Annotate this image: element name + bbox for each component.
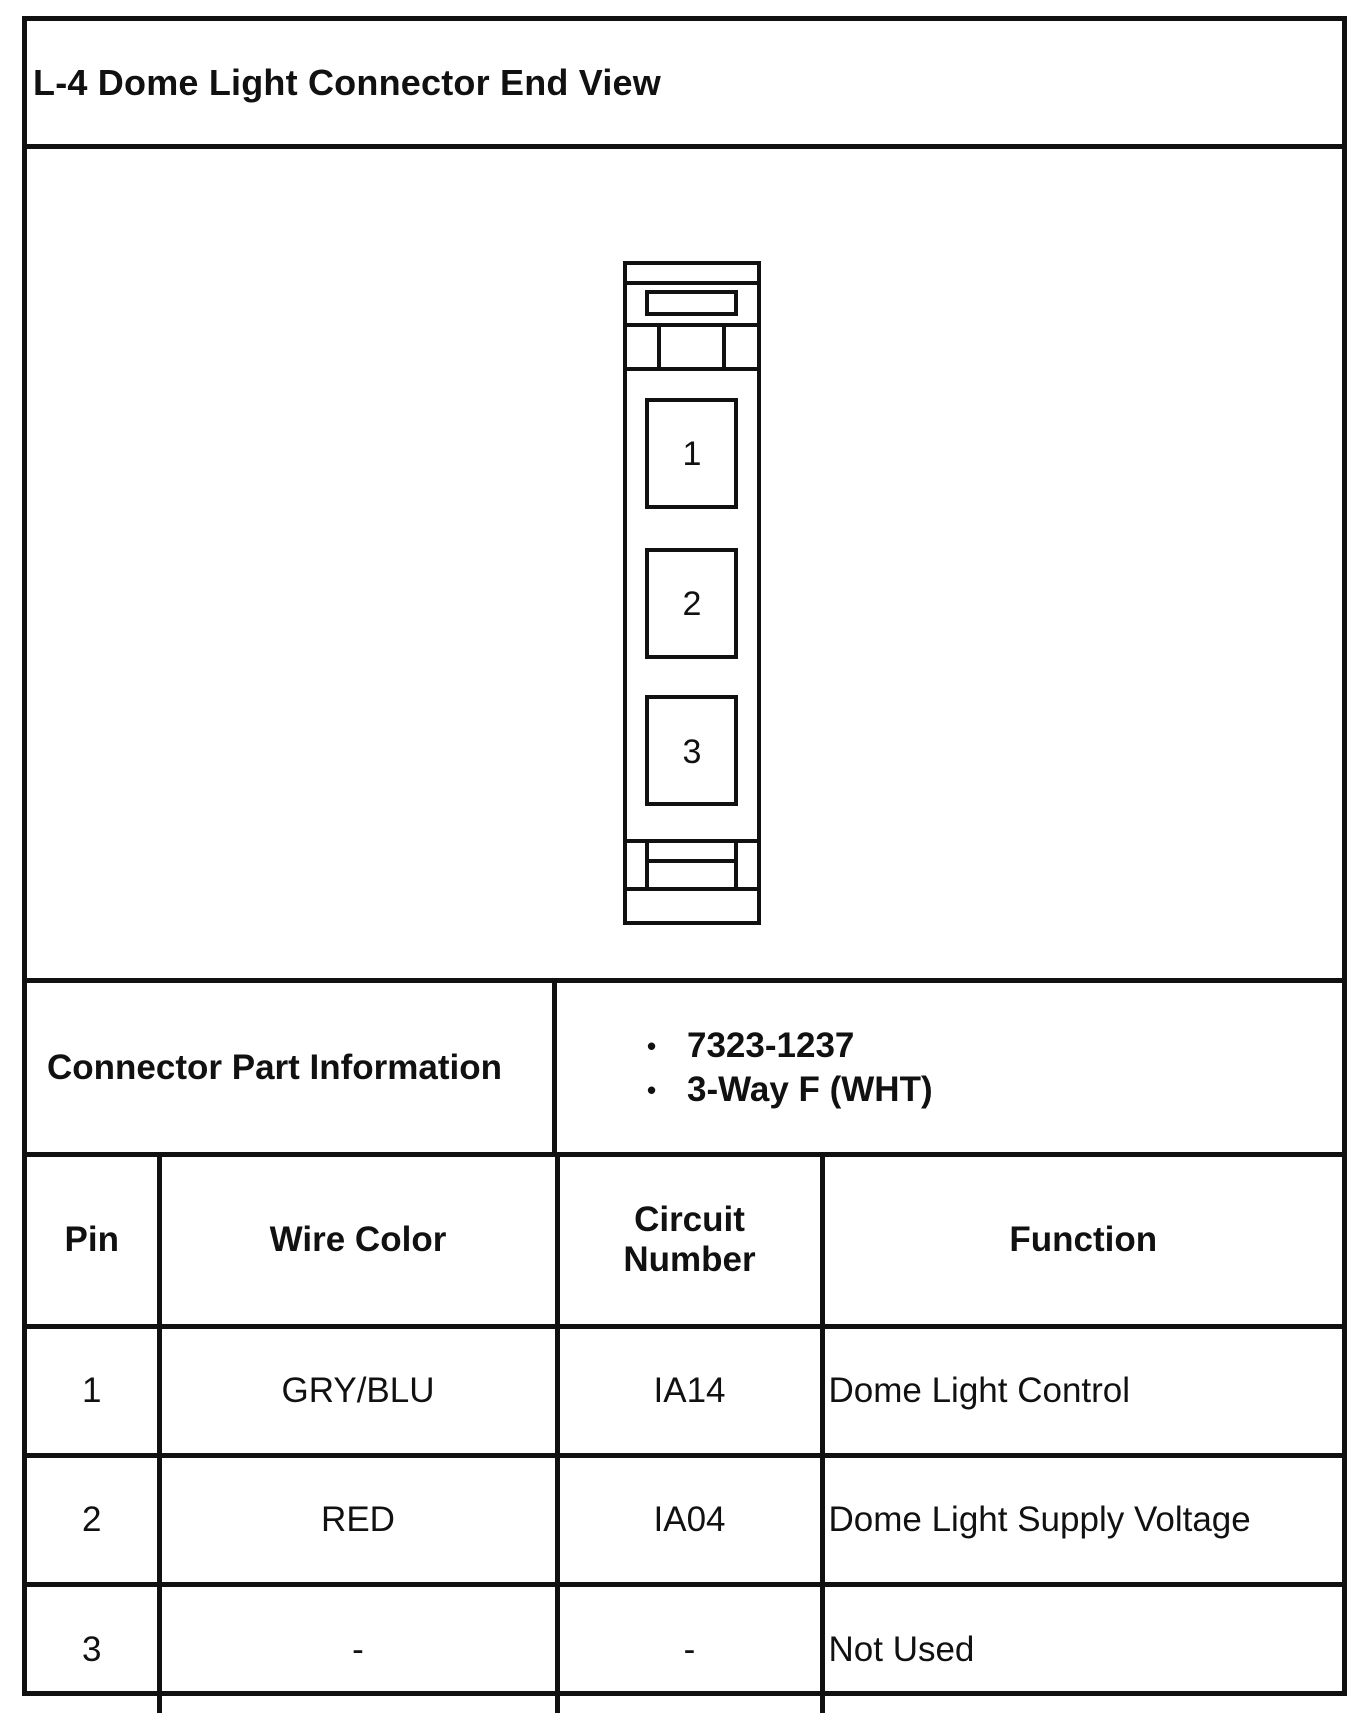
connector-part-info-row: Connector Part Information • 7323-1237 •…	[27, 983, 1342, 1157]
table-row: 2 RED IA04 Dome Light Supply Voltage	[27, 1455, 1342, 1587]
pin-cell: 1	[27, 1326, 162, 1458]
table-row: 3 - - Not Used	[27, 1584, 1342, 1713]
part-info-label: Connector Part Information	[27, 983, 557, 1152]
wire-color-cell: RED	[159, 1455, 560, 1587]
function-cell: Not Used	[828, 1629, 975, 1669]
cavity-1	[645, 398, 738, 509]
table-row: 1 GRY/BLU IA14 Dome Light Control	[27, 1326, 1342, 1458]
connector-drawing: 1 2 3	[623, 261, 761, 925]
header-wire-color: Wire Color	[159, 1157, 560, 1329]
header-circuit-line1: Circuit	[634, 1200, 745, 1240]
part-info-item: • 3-Way F (WHT)	[647, 1068, 933, 1112]
wire-color-cell: GRY/BLU	[159, 1326, 560, 1458]
part-info-item: • 7323-1237	[647, 1024, 933, 1068]
cavity-label-2: 2	[683, 585, 702, 623]
cavity-label-3: 3	[683, 733, 702, 771]
connector-housing	[623, 261, 761, 925]
part-info-list: • 7323-1237 • 3-Way F (WHT)	[647, 1024, 933, 1112]
header-function: Function	[822, 1157, 1342, 1329]
circuit-cell: -	[557, 1584, 825, 1713]
circuit-cell: IA04	[557, 1455, 825, 1587]
table-header-row: Pin Wire Color Circuit Number Function	[27, 1157, 1342, 1329]
pin-cell: 2	[27, 1455, 162, 1587]
latch-window	[645, 290, 738, 316]
bullet-icon: •	[647, 1074, 657, 1105]
header-circuit-number: Circuit Number	[557, 1157, 825, 1329]
pin-cell: 3	[27, 1584, 162, 1713]
cavity-3	[645, 695, 738, 806]
function-cell: Dome Light Supply Voltage	[822, 1455, 1342, 1587]
header-circuit-line2: Number	[623, 1240, 756, 1280]
wire-color-cell: -	[159, 1584, 560, 1713]
cavity-2	[645, 548, 738, 659]
cavity-label-1: 1	[683, 435, 702, 473]
connector-end-view-diagram: 1 2 3	[27, 149, 1342, 983]
part-description: 3-Way F (WHT)	[687, 1069, 933, 1109]
function-cell: Dome Light Control	[822, 1326, 1342, 1458]
connector-sheet: L-4 Dome Light Connector End View	[22, 16, 1347, 1713]
bullet-icon: •	[647, 1030, 657, 1061]
title-row: L-4 Dome Light Connector End View	[27, 21, 1342, 149]
pin-table: Pin Wire Color Circuit Number Function 1…	[27, 1157, 1342, 1713]
part-number: 7323-1237	[687, 1025, 855, 1065]
part-info-values: • 7323-1237 • 3-Way F (WHT)	[557, 983, 1342, 1152]
page-title: L-4 Dome Light Connector End View	[33, 61, 661, 103]
circuit-cell: IA14	[557, 1326, 825, 1458]
header-pin: Pin	[27, 1157, 162, 1329]
